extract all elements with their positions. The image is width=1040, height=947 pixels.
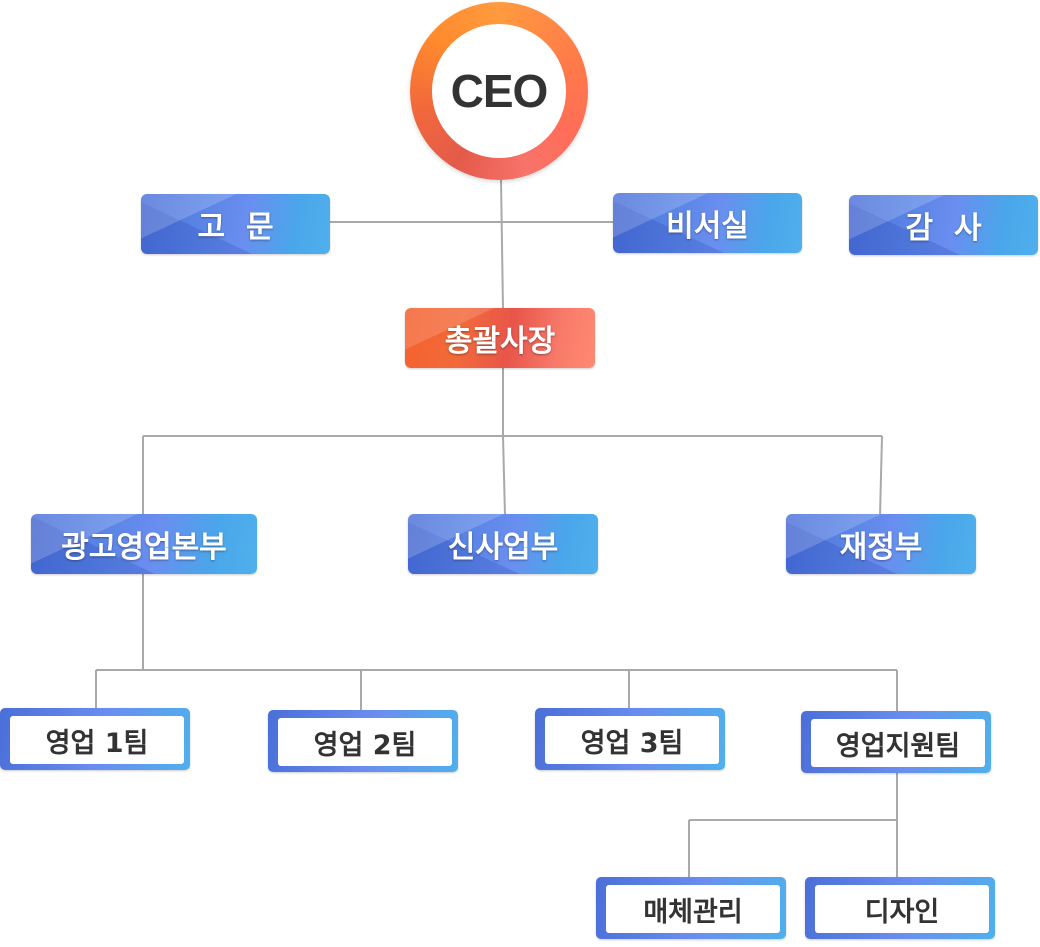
- design-team-label: 디자인: [864, 896, 940, 928]
- advisor-label: 고 문: [197, 210, 274, 245]
- sales-team-2-label: 영업 2팀: [313, 729, 417, 761]
- new-business-division-label: 신사업부: [447, 530, 559, 565]
- advisor-node: 고 문: [141, 194, 330, 254]
- sales-team-3-label: 영업 3팀: [580, 727, 684, 759]
- secretary-node: 비서실: [613, 193, 802, 253]
- media-management-node: 매체관리: [596, 877, 786, 939]
- sales-team-1-inner: 영업 1팀: [10, 716, 184, 764]
- ceo-inner-circle: CEO: [432, 24, 566, 158]
- sales-team-3-node: 영업 3팀: [535, 708, 725, 770]
- design-team-inner: 디자인: [815, 885, 989, 933]
- line-to-new-business: [502, 435, 506, 517]
- president-node: 총괄사장: [405, 308, 595, 368]
- sales-team-3-inner: 영업 3팀: [545, 716, 719, 764]
- design-team-node: 디자인: [805, 877, 995, 939]
- new-business-division-node: 신사업부: [408, 514, 598, 574]
- ceo-node: CEO: [410, 2, 588, 180]
- sales-team-2-inner: 영업 2팀: [278, 718, 452, 766]
- finance-division-label: 재정부: [839, 530, 923, 565]
- president-label: 총괄사장: [444, 324, 556, 359]
- sales-team-1-node: 영업 1팀: [0, 708, 190, 770]
- sales-support-team-label: 영업지원팀: [835, 730, 961, 762]
- finance-division-node: 재정부: [786, 514, 976, 574]
- media-management-inner: 매체관리: [606, 885, 780, 933]
- sales-team-2-node: 영업 2팀: [268, 710, 458, 772]
- media-management-label: 매체관리: [643, 896, 743, 928]
- audit-node: 감 사: [849, 195, 1038, 255]
- sales-support-team-node: 영업지원팀: [801, 711, 991, 773]
- sales-support-team-inner: 영업지원팀: [811, 719, 985, 767]
- audit-label: 감 사: [905, 211, 982, 246]
- secretary-label: 비서실: [666, 209, 749, 244]
- ad-sales-division-node: 광고영업본부: [31, 514, 257, 574]
- ad-sales-division-label: 광고영업본부: [61, 530, 227, 565]
- line-to-finance: [879, 435, 883, 517]
- line-ceo-down: [500, 177, 504, 311]
- sales-team-1-label: 영업 1팀: [45, 727, 149, 759]
- ceo-label: CEO: [450, 65, 549, 117]
